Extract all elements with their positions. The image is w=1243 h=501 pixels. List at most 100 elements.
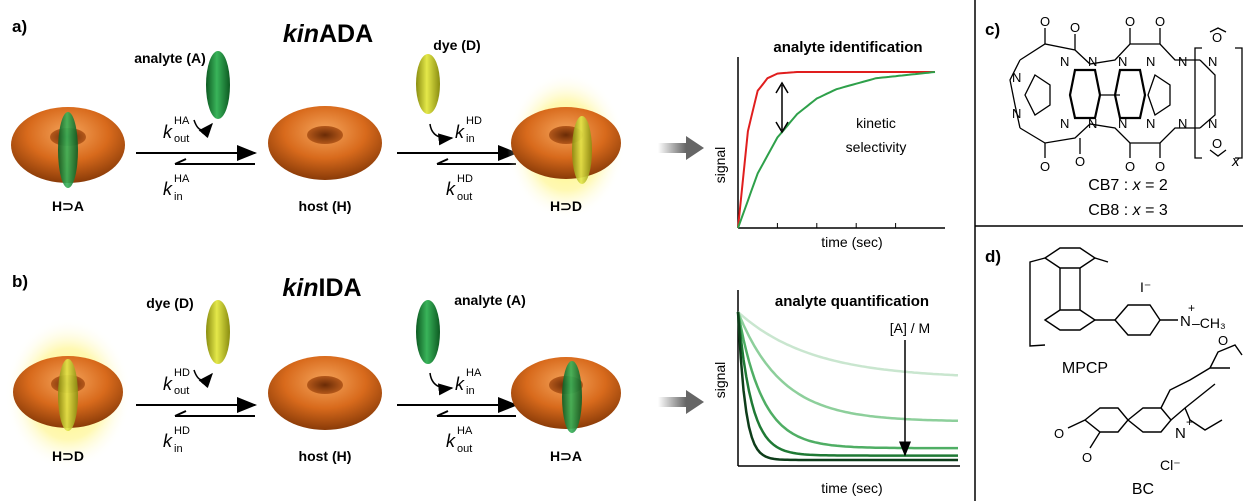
complex-right-label-b: H⊃A (550, 448, 582, 464)
chart-a-annotation-2: selectivity (846, 139, 907, 155)
chart-b-xlabel: time (sec) (821, 480, 882, 496)
svg-text:N: N (1178, 54, 1187, 69)
chart-a-series-red (737, 71, 935, 229)
svg-text:k: k (446, 431, 456, 451)
svg-text:N: N (1088, 54, 1097, 69)
host-analyte-complex (11, 107, 125, 188)
svg-text:k: k (446, 179, 456, 199)
analyte-label: analyte (A) (134, 50, 206, 66)
svg-text:O: O (1070, 20, 1080, 35)
dye-label-b: dye (D) (146, 295, 193, 311)
k-in-HD-label-b: k HD in (163, 425, 190, 455)
cucurbituril-atoms: O O O O O O O O O O N N N N N N N N N N … (1012, 14, 1222, 174)
chart-a-series-green (737, 71, 936, 229)
svg-text:out: out (174, 133, 189, 145)
svg-text:N: N (1208, 116, 1217, 131)
svg-text:O: O (1212, 136, 1222, 151)
svg-text:HA: HA (466, 367, 482, 379)
k-in-HA-label: k HA in (163, 173, 190, 203)
svg-text:O: O (1155, 159, 1165, 174)
analyte-ellipsoid-free (206, 51, 230, 119)
k-in-HA-label-b: k HA in (455, 367, 482, 397)
analyte-label-b: analyte (A) (454, 292, 526, 308)
chart-b-title: analyte quantification (775, 293, 929, 310)
chart-b-series-0 (737, 311, 959, 377)
chart-a: analyte identification kinetic selectivi… (712, 39, 945, 250)
k-out-HD-label: k HD out (446, 173, 473, 203)
svg-text:O: O (1212, 30, 1222, 45)
chart-a-title: analyte identification (773, 39, 922, 56)
methyl-label: –CH₃ (1192, 315, 1226, 331)
svg-text:HA: HA (174, 173, 190, 185)
berberine-o1: O (1218, 333, 1228, 348)
svg-text:N: N (1208, 54, 1217, 69)
svg-text:in: in (174, 191, 183, 203)
svg-text:k: k (163, 179, 173, 199)
panel-b-title: kinIDA (282, 274, 361, 302)
host-analyte-complex-b (511, 357, 621, 433)
berberine-o2: O (1054, 426, 1064, 441)
bc-name: BC (1132, 481, 1154, 498)
complex-right-label: H⊃D (550, 198, 582, 214)
svg-text:N: N (1012, 106, 1021, 121)
svg-text:k: k (163, 431, 173, 451)
berberine-structure (1067, 344, 1243, 449)
panel-a-letter: a) (12, 17, 27, 36)
svg-text:out: out (174, 385, 189, 397)
k-out-HA-label-b: k HA out (446, 425, 473, 455)
svg-text:N: N (1178, 116, 1187, 131)
panel-c-letter: c) (985, 20, 1000, 39)
svg-text:N: N (1118, 116, 1127, 131)
chart-b-series-4 (736, 311, 958, 462)
svg-text:out: out (457, 191, 472, 203)
panel-c: c) O O O (985, 14, 1243, 219)
svg-text:N: N (1118, 54, 1127, 69)
mpcp-name: MPCP (1062, 360, 1108, 377)
host-label-b: host (H) (299, 448, 352, 464)
chart-a-ylabel: signal (712, 147, 728, 184)
host-torus-b (268, 356, 382, 430)
host-dye-complex-b (5, 318, 131, 470)
dye-ellipsoid-free-b (206, 300, 230, 364)
berberine-n: N (1175, 425, 1186, 442)
dye-ellipsoid-b (58, 359, 78, 431)
chart-b-series-3 (736, 311, 958, 457)
panel-d-letter: d) (985, 247, 1001, 266)
svg-text:HD: HD (466, 115, 482, 127)
k-out-HD-label-b: k HD out (163, 367, 190, 397)
svg-text:HA: HA (174, 115, 190, 127)
chart-b-series-2 (736, 311, 958, 450)
chart-b-ylabel: signal (712, 362, 728, 399)
svg-text:HD: HD (174, 425, 190, 437)
host-dye-complex (507, 72, 625, 220)
complex-left-label: H⊃A (52, 198, 84, 214)
svg-text:out: out (457, 443, 472, 455)
svg-text:N: N (1060, 54, 1069, 69)
svg-text:HA: HA (457, 425, 473, 437)
analyte-ellipsoid-b (562, 361, 582, 433)
complex-left-label-b: H⊃D (52, 448, 84, 464)
host-torus (268, 106, 382, 180)
analyte-ellipsoid-free-b (416, 300, 440, 364)
svg-text:k: k (163, 122, 173, 142)
cb-x-subscript: x (1231, 153, 1240, 170)
host-label: host (H) (299, 198, 352, 214)
mpcp-structure (1029, 247, 1178, 347)
svg-text:N: N (1146, 116, 1155, 131)
svg-text:k: k (455, 122, 465, 142)
svg-text:HD: HD (457, 173, 473, 185)
equilibrium-arrows-3 (136, 397, 257, 417)
panel-b-letter: b) (12, 272, 28, 291)
panel-a: a) kinADA H⊃A analyte (A) k HA out k HA … (11, 17, 945, 250)
svg-text:in: in (466, 133, 475, 145)
dye-label: dye (D) (433, 37, 480, 53)
svg-text:N: N (1060, 116, 1069, 131)
equilibrium-arrows-2 (397, 145, 518, 165)
pyridinium-plus: + (1188, 301, 1195, 315)
svg-text:N: N (1012, 70, 1021, 85)
panel-b: b) kinIDA H⊃D dye (D) k HD out k HD in (5, 272, 960, 496)
chart-a-xlabel: time (sec) (821, 234, 882, 250)
pyridinium-n: N (1180, 313, 1191, 330)
svg-text:HD: HD (174, 367, 190, 379)
